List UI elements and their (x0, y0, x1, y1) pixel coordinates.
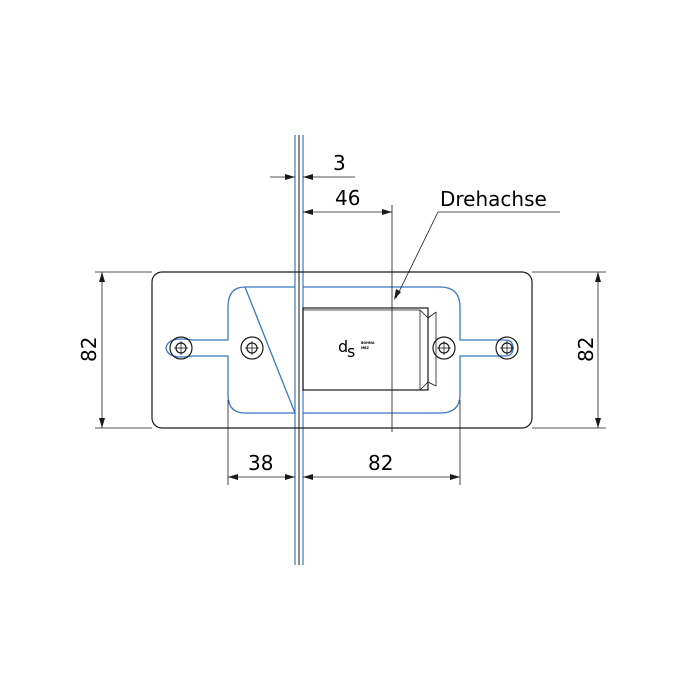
mounting-plate (151, 271, 533, 429)
brand-logo: d s BOHMA MBZ (338, 337, 375, 361)
dim-left-width: 38 (228, 451, 295, 480)
screw-far-right (495, 336, 519, 360)
hinge-body (302, 307, 437, 391)
dim-glass-gap-value: 3 (333, 151, 346, 175)
screw-far-left (169, 336, 193, 360)
rotation-axis-text: Drehachse (440, 187, 547, 211)
logo-line2: MBZ (361, 346, 370, 350)
dim-axis-offset: 46 (303, 186, 392, 215)
dim-right-width-value: 82 (368, 451, 393, 475)
svg-text:s: s (347, 342, 355, 361)
screw-left (240, 336, 264, 360)
rotation-axis-label: Drehachse (394, 187, 560, 300)
dim-left-width-value: 38 (248, 451, 273, 475)
svg-text:d: d (338, 337, 348, 356)
dim-right-width: 82 (303, 451, 460, 480)
dim-height-left: 82 (77, 271, 152, 429)
logo-line1: BOHMA (361, 341, 375, 345)
screw-right (432, 336, 456, 360)
dim-height-left-value: 82 (77, 337, 101, 362)
dim-axis-offset-value: 46 (335, 186, 360, 210)
dim-height-right: 82 (532, 271, 606, 429)
glass-panel (294, 135, 304, 565)
dim-height-right-value: 82 (574, 337, 598, 362)
dim-glass-gap: 3 (270, 151, 355, 180)
